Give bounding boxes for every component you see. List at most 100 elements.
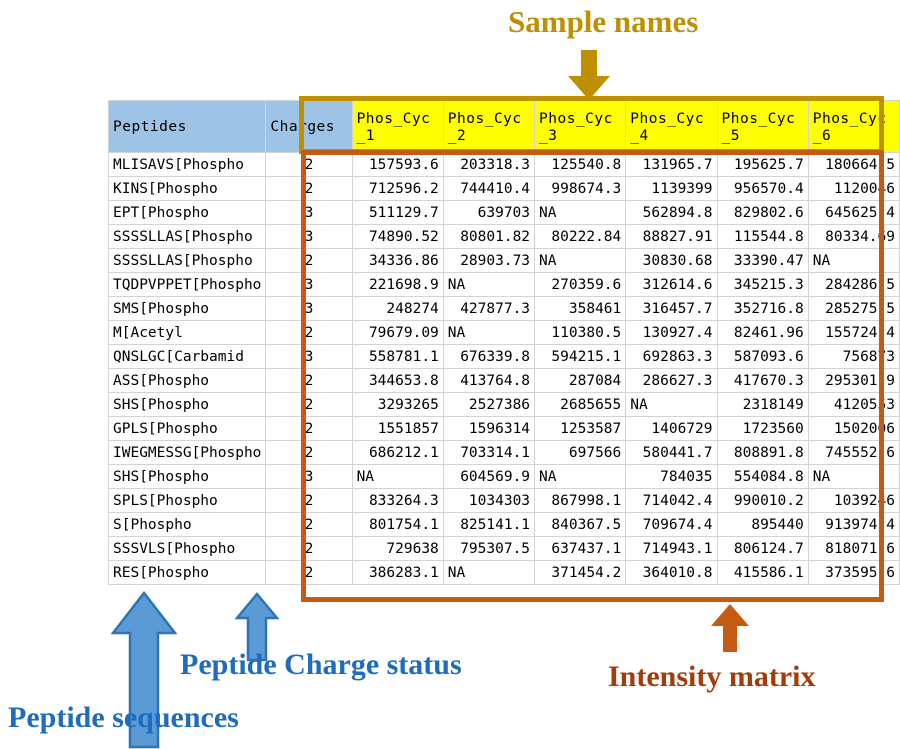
intensity-cell-sample-1[interactable]: 558781.1 [351, 344, 444, 369]
intensity-cell-sample-1[interactable]: 248274 [351, 296, 444, 321]
intensity-cell-sample-2[interactable]: 413764.8 [442, 368, 536, 393]
peptide-charge-cell[interactable]: 2 [265, 392, 353, 417]
intensity-cell-sample-4[interactable]: 709674.4 [625, 512, 718, 537]
intensity-cell-sample-2[interactable]: 604569.9 [442, 464, 536, 489]
peptide-sequence-cell[interactable]: ASS[Phospho [107, 368, 267, 393]
peptide-charge-cell[interactable]: 3 [265, 272, 353, 297]
intensity-cell-sample-3[interactable]: 287084 [534, 368, 627, 393]
intensity-cell-sample-2[interactable]: 1034303 [442, 488, 536, 513]
intensity-cell-sample-6[interactable]: 645625.4 [807, 200, 900, 225]
intensity-cell-sample-4[interactable]: 364010.8 [625, 560, 718, 585]
intensity-cell-sample-4[interactable]: 131965.7 [625, 152, 718, 177]
column-header-charges[interactable]: Charges [265, 100, 353, 153]
intensity-cell-sample-3[interactable]: 867998.1 [534, 488, 627, 513]
intensity-cell-sample-5[interactable]: 417670.3 [716, 368, 809, 393]
peptide-sequence-cell[interactable]: S[Phospho [107, 512, 267, 537]
intensity-cell-sample-6[interactable]: 1120046 [807, 176, 900, 201]
peptide-charge-cell[interactable]: 3 [265, 200, 353, 225]
intensity-cell-sample-5[interactable]: 895440 [716, 512, 809, 537]
intensity-cell-sample-1[interactable]: 221698.9 [351, 272, 444, 297]
intensity-cell-sample-2[interactable]: 1596314 [442, 416, 536, 441]
intensity-cell-sample-3[interactable]: 125540.8 [534, 152, 627, 177]
intensity-cell-sample-1[interactable]: 34336.86 [351, 248, 444, 273]
intensity-cell-sample-5[interactable]: 808891.8 [716, 440, 809, 465]
intensity-cell-sample-2[interactable]: 825141.1 [442, 512, 536, 537]
column-header-sample-2[interactable]: Phos_Cyc_2 [442, 100, 536, 153]
peptide-sequence-cell[interactable]: SMS[Phospho [107, 296, 267, 321]
intensity-cell-sample-6[interactable]: 756873 [807, 344, 900, 369]
intensity-cell-sample-3[interactable]: 998674.3 [534, 176, 627, 201]
intensity-cell-sample-1[interactable]: 686212.1 [351, 440, 444, 465]
intensity-cell-sample-2[interactable]: NA [442, 320, 536, 345]
intensity-cell-sample-3[interactable]: 371454.2 [534, 560, 627, 585]
intensity-cell-sample-2[interactable]: 80801.82 [442, 224, 536, 249]
intensity-cell-sample-3[interactable]: NA [534, 200, 627, 225]
intensity-cell-sample-6[interactable]: 285275.5 [807, 296, 900, 321]
intensity-cell-sample-2[interactable]: NA [442, 560, 536, 585]
intensity-cell-sample-3[interactable]: 358461 [534, 296, 627, 321]
intensity-cell-sample-4[interactable]: 88827.91 [625, 224, 718, 249]
intensity-cell-sample-6[interactable]: 80334.69 [807, 224, 900, 249]
peptide-sequence-cell[interactable]: RES[Phospho [107, 560, 267, 585]
intensity-cell-sample-4[interactable]: 714042.4 [625, 488, 718, 513]
intensity-cell-sample-6[interactable]: 284286.5 [807, 272, 900, 297]
intensity-cell-sample-6[interactable]: 295301.9 [807, 368, 900, 393]
intensity-cell-sample-1[interactable]: 3293265 [351, 392, 444, 417]
intensity-cell-sample-3[interactable]: NA [534, 248, 627, 273]
intensity-cell-sample-4[interactable]: 286627.3 [625, 368, 718, 393]
peptide-sequence-cell[interactable]: QNSLGC[Carbamid [107, 344, 267, 369]
column-header-sample-1[interactable]: Phos_Cyc_1 [351, 100, 444, 153]
peptide-sequence-cell[interactable]: SHS[Phospho [107, 392, 267, 417]
intensity-cell-sample-6[interactable]: NA [807, 464, 900, 489]
intensity-cell-sample-3[interactable]: NA [534, 464, 627, 489]
intensity-cell-sample-2[interactable]: 2527386 [442, 392, 536, 417]
intensity-cell-sample-4[interactable]: 784035 [625, 464, 718, 489]
peptide-sequence-cell[interactable]: GPLS[Phospho [107, 416, 267, 441]
peptide-charge-cell[interactable]: 2 [265, 512, 353, 537]
intensity-cell-sample-2[interactable]: 703314.1 [442, 440, 536, 465]
peptide-charge-cell[interactable]: 3 [265, 344, 353, 369]
intensity-cell-sample-4[interactable]: 312614.6 [625, 272, 718, 297]
peptide-sequence-cell[interactable]: SHS[Phospho [107, 464, 267, 489]
intensity-cell-sample-5[interactable]: 195625.7 [716, 152, 809, 177]
intensity-cell-sample-6[interactable]: 373595.6 [807, 560, 900, 585]
intensity-cell-sample-4[interactable]: NA [625, 392, 718, 417]
intensity-cell-sample-4[interactable]: 130927.4 [625, 320, 718, 345]
intensity-cell-sample-1[interactable]: 79679.09 [351, 320, 444, 345]
intensity-cell-sample-6[interactable]: 1502006 [807, 416, 900, 441]
intensity-cell-sample-5[interactable]: 115544.8 [716, 224, 809, 249]
peptide-charge-cell[interactable]: 2 [265, 176, 353, 201]
intensity-cell-sample-6[interactable]: 913974.4 [807, 512, 900, 537]
intensity-cell-sample-3[interactable]: 840367.5 [534, 512, 627, 537]
peptide-sequence-cell[interactable]: EPT[Phospho [107, 200, 267, 225]
peptide-charge-cell[interactable]: 2 [265, 368, 353, 393]
intensity-cell-sample-2[interactable]: 795307.5 [442, 536, 536, 561]
intensity-cell-sample-1[interactable]: 74890.52 [351, 224, 444, 249]
peptide-sequence-cell[interactable]: SSSSLLAS[Phospho [107, 248, 267, 273]
intensity-cell-sample-4[interactable]: 692863.3 [625, 344, 718, 369]
intensity-cell-sample-5[interactable]: 806124.7 [716, 536, 809, 561]
intensity-cell-sample-6[interactable]: 155724.4 [807, 320, 900, 345]
peptide-charge-cell[interactable]: 2 [265, 416, 353, 441]
peptide-sequence-cell[interactable]: KINS[Phospho [107, 176, 267, 201]
intensity-cell-sample-5[interactable]: 990010.2 [716, 488, 809, 513]
intensity-cell-sample-2[interactable]: 427877.3 [442, 296, 536, 321]
intensity-cell-sample-4[interactable]: 714943.1 [625, 536, 718, 561]
column-header-sample-5[interactable]: Phos_Cyc_5 [716, 100, 809, 153]
peptide-charge-cell[interactable]: 2 [265, 320, 353, 345]
intensity-cell-sample-5[interactable]: 33390.47 [716, 248, 809, 273]
intensity-cell-sample-4[interactable]: 580441.7 [625, 440, 718, 465]
peptide-charge-cell[interactable]: 3 [265, 224, 353, 249]
